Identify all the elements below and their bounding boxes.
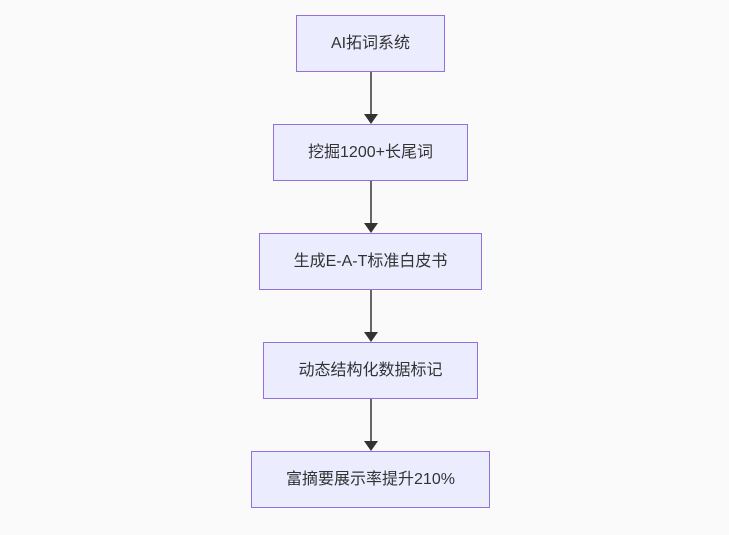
- arrow-down-icon: [363, 332, 378, 342]
- edge-connector-4: [363, 399, 378, 451]
- edge-line: [369, 290, 372, 333]
- arrow-down-icon: [363, 223, 378, 233]
- edge-connector-3: [363, 290, 378, 342]
- flow-node-eat-whitepaper: 生成E-A-T标准白皮书: [258, 233, 483, 290]
- flow-node-label: AI拓词系统: [330, 34, 411, 52]
- edge-line: [369, 72, 372, 115]
- flow-node-structured-data: 动态结构化数据标记: [263, 342, 478, 399]
- edge-line: [369, 399, 372, 442]
- flow-node-label: 生成E-A-T标准白皮书: [293, 252, 448, 270]
- arrow-down-icon: [363, 441, 378, 451]
- edge-connector-2: [363, 181, 378, 233]
- flowchart: AI拓词系统 挖掘1200+长尾词 生成E-A-T标准白皮书 动态结构化数据标记: [6, 15, 729, 508]
- flow-node-longtail-mining: 挖掘1200+长尾词: [273, 124, 468, 181]
- edge-line: [369, 181, 372, 224]
- flow-node-label: 富摘要展示率提升210%: [286, 470, 455, 488]
- flow-node-ai-system: AI拓词系统: [295, 15, 446, 72]
- flow-node-label: 动态结构化数据标记: [298, 361, 443, 379]
- arrow-down-icon: [363, 114, 378, 124]
- flow-node-label: 挖掘1200+长尾词: [308, 143, 433, 161]
- flow-node-rich-snippet-result: 富摘要展示率提升210%: [251, 451, 490, 508]
- edge-connector-1: [363, 72, 378, 124]
